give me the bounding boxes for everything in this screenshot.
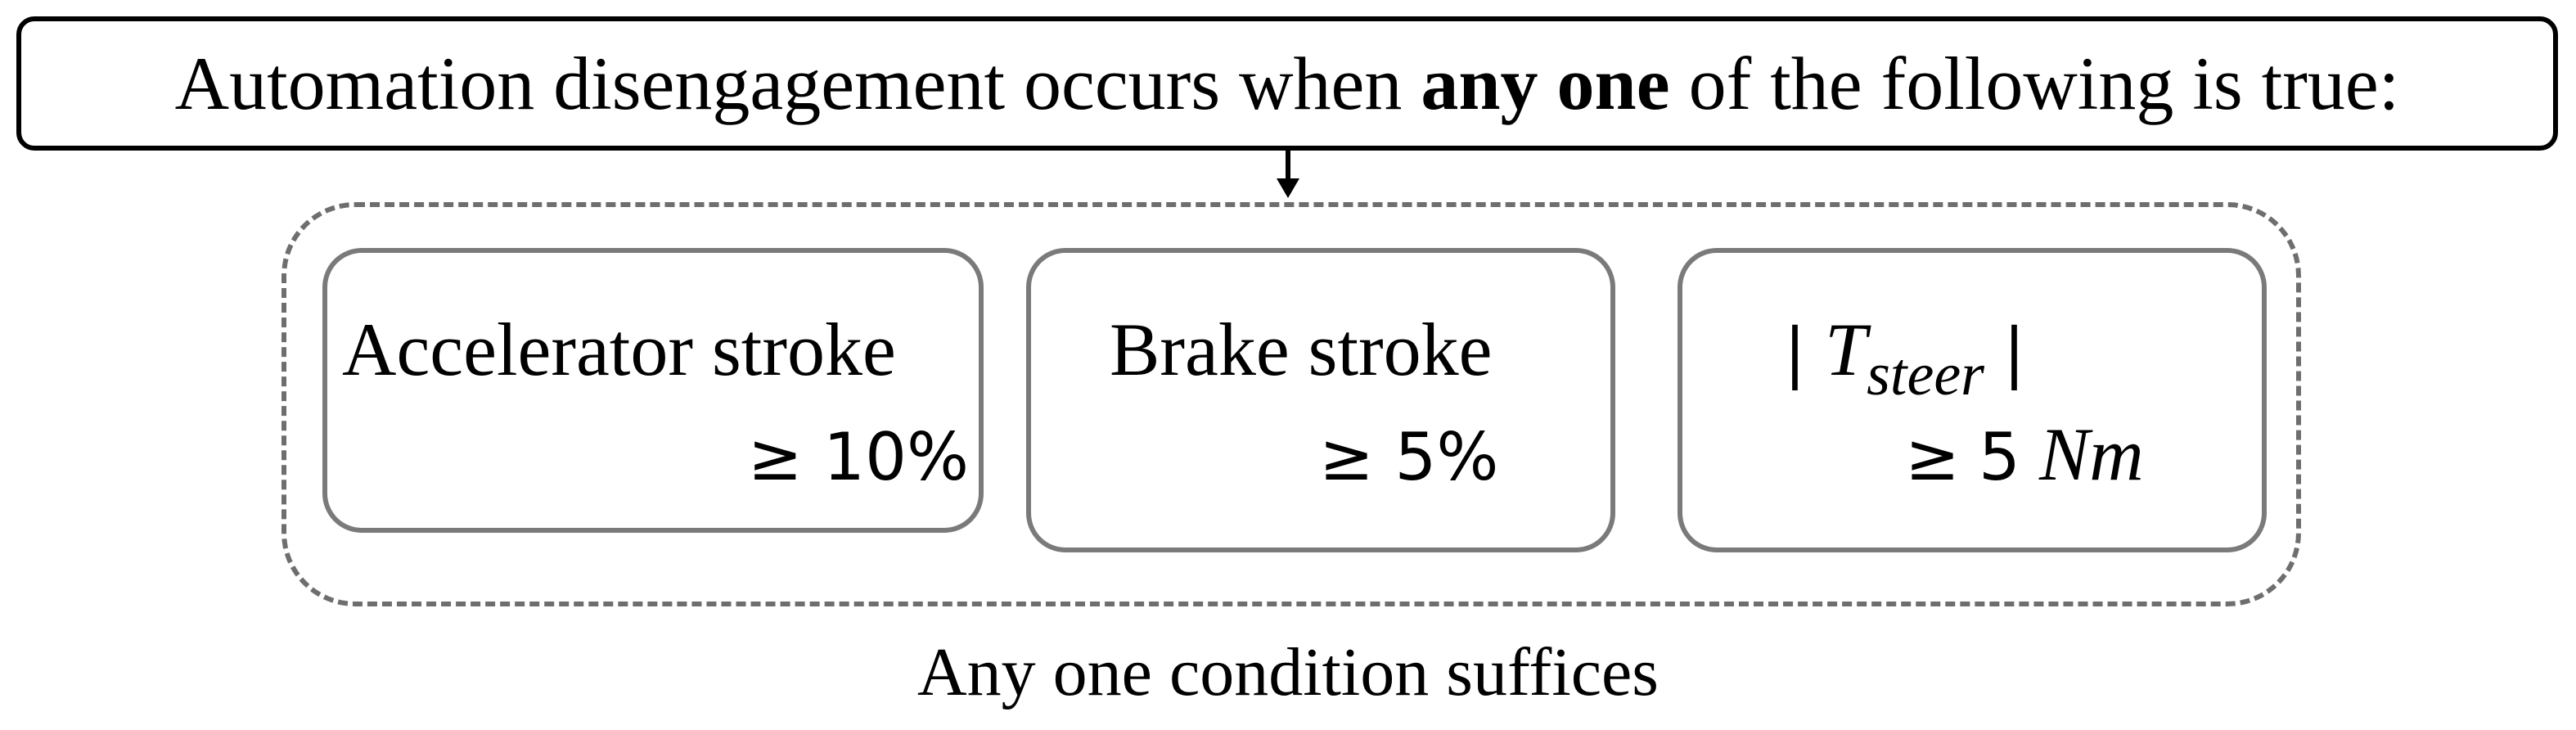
header-suffix: of the following is true:: [1669, 42, 2400, 125]
header-prefix: Automation disengagement occurs when: [174, 42, 1421, 125]
threshold-value: 5: [1979, 419, 2020, 495]
condition-brake-label: Brake stroke: [1110, 308, 1493, 391]
rule-header-box: Automation disengagement occurs when any…: [16, 16, 2558, 151]
header-emphasis: any one: [1421, 42, 1670, 125]
condition-steer-torque-box: | Tsteer | ≥ 5 Nm: [1678, 248, 2267, 552]
conditions-group: [281, 202, 2301, 606]
condition-steer-torque-threshold: ≥ 5 Nm: [1905, 417, 2144, 492]
threshold-unit: Nm: [2038, 412, 2144, 496]
abs-bar-open: |: [1784, 314, 1806, 390]
ge-symbol: ≥: [1905, 419, 1961, 495]
condition-brake-threshold: ≥ 5%: [1319, 419, 1499, 495]
condition-brake-box: Brake stroke ≥ 5%: [1026, 248, 1615, 552]
condition-steer-torque-label: | Tsteer |: [1784, 312, 2025, 405]
torque-subscript: steer: [1867, 341, 1984, 408]
torque-symbol: T: [1824, 308, 1867, 391]
condition-accelerator-box: Accelerator stroke ≥ 10%: [322, 248, 984, 533]
footer-caption: Any one condition suffices: [917, 634, 1659, 710]
condition-accelerator-threshold: ≥ 10%: [747, 419, 969, 495]
condition-accelerator-label: Accelerator stroke: [342, 308, 896, 391]
rule-header-text: Automation disengagement occurs when any…: [175, 46, 2400, 121]
abs-bar-close: |: [2002, 314, 2025, 390]
arrow-head: [1277, 178, 1299, 198]
